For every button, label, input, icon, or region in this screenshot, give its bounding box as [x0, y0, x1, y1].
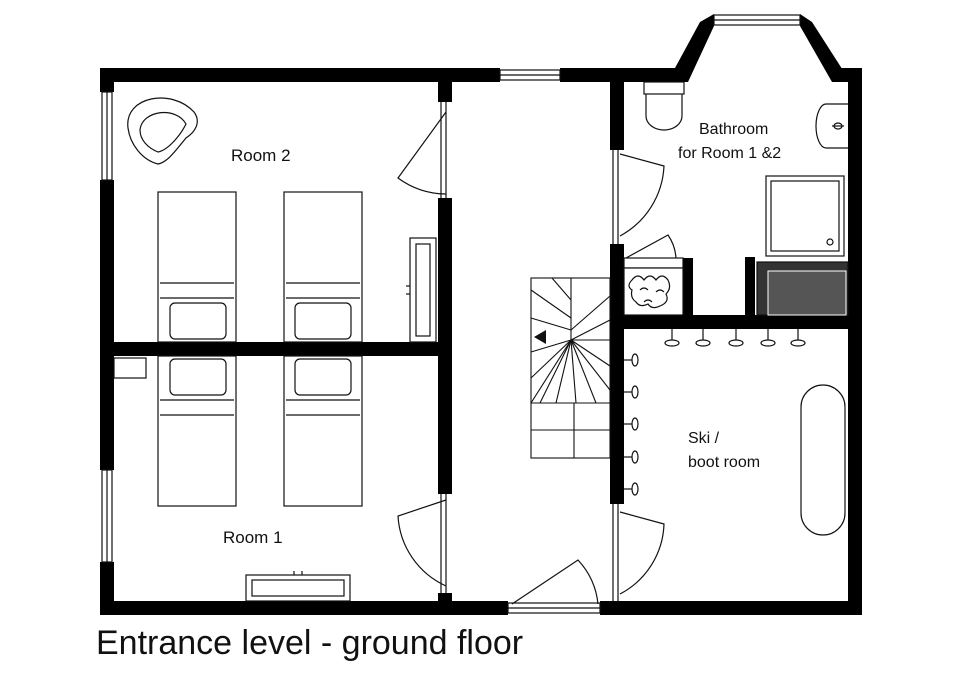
washbasin [815, 103, 848, 149]
staircase [530, 277, 611, 459]
armchair [127, 97, 198, 165]
label-ski-line2: boot room [688, 454, 760, 471]
toilet [643, 81, 685, 131]
stair-direction-arrow [534, 330, 546, 344]
bed-room2-right [283, 191, 363, 343]
door-ski-room [612, 504, 665, 601]
label-room1: Room 1 [223, 528, 283, 547]
label-ski-line1: Ski / [688, 430, 720, 447]
windows [101, 14, 801, 614]
interior-walls [114, 82, 848, 603]
door-room2 [397, 102, 447, 198]
plan-caption: Entrance level - ground floor [96, 624, 524, 662]
wardrobe-room1 [245, 571, 351, 602]
window-top-hall [499, 69, 561, 81]
door-cupboard [625, 234, 677, 259]
shower-tray [765, 175, 845, 257]
boot-hooks-left [624, 353, 639, 496]
label-bathroom-line2: for Room 1 &2 [678, 145, 781, 162]
bench-ski-room [800, 384, 846, 536]
doors [397, 102, 677, 605]
bed-room1-right [283, 355, 363, 507]
cupboard-with-boiler [623, 257, 684, 316]
window-bay-bathroom [713, 14, 801, 26]
window-left-room2 [101, 91, 113, 181]
wardrobe-room2 [406, 237, 437, 343]
room-labels: Room 2 Room 1 Bathroom for Room 1 &2 Ski… [223, 121, 781, 547]
exterior-walls [100, 14, 862, 615]
bed-room2-left [157, 191, 237, 343]
shelf-room1 [113, 357, 147, 379]
front-door-threshold [507, 602, 601, 614]
boot-hooks-top [664, 329, 806, 347]
door-room1 [397, 494, 447, 593]
label-room2: Room 2 [231, 146, 291, 165]
door-bathroom [612, 150, 665, 244]
room2-furniture [127, 97, 437, 343]
label-bathroom-line1: Bathroom [699, 121, 768, 138]
shower-tray-dark [756, 261, 849, 316]
room1-furniture [113, 355, 363, 602]
bathroom-fixtures [623, 81, 849, 316]
ski-room-fixtures [624, 329, 846, 536]
bed-room1-left [157, 355, 237, 507]
door-front [511, 559, 599, 605]
window-left-room1 [101, 469, 113, 563]
